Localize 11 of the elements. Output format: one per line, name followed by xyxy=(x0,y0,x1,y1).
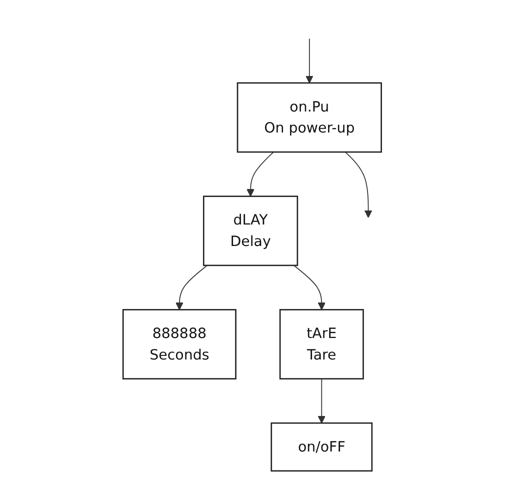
node-box: on.Pu On power-up xyxy=(236,82,382,153)
node-box: on/oFF xyxy=(270,422,372,472)
arrow xyxy=(175,264,208,310)
node-box: dLAY Delay xyxy=(202,196,298,266)
arrow xyxy=(344,152,372,218)
node-box: 888888 Seconds xyxy=(122,309,236,380)
arrow xyxy=(292,264,326,310)
arrow xyxy=(305,38,313,84)
arrow xyxy=(317,378,326,424)
arrow xyxy=(246,152,274,197)
node-box: tArE Tare xyxy=(278,309,364,380)
